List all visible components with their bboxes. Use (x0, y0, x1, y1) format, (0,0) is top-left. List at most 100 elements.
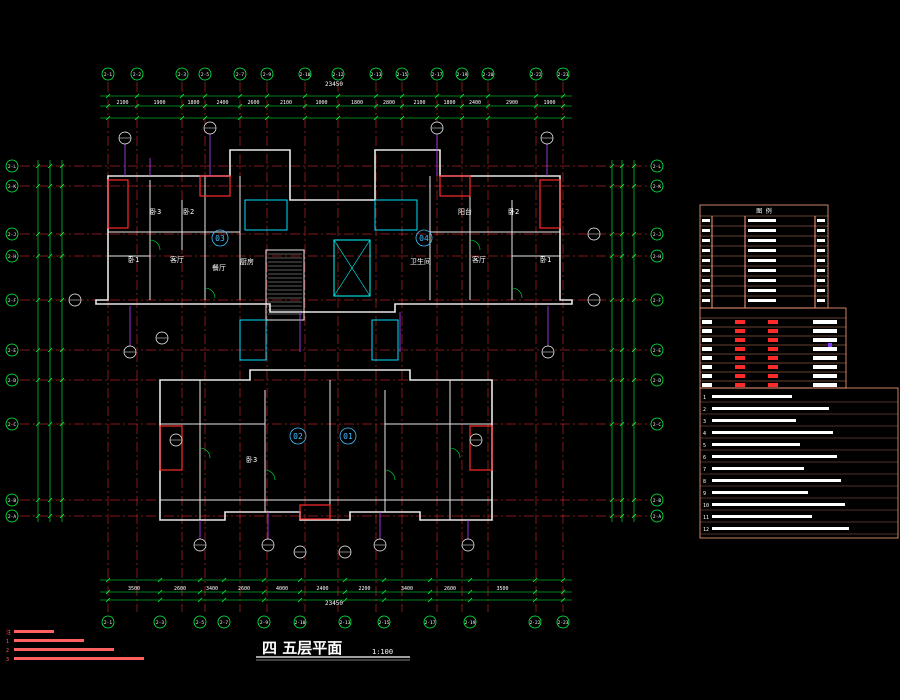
window-frame (439, 175, 471, 197)
drawing-title: 四 五层平面 (262, 639, 342, 657)
axis-bubble (5, 159, 19, 173)
window-frame (107, 179, 129, 229)
axis-bubble-label: 2-B (653, 498, 661, 504)
legend-symbol (702, 374, 712, 378)
legend-symbol (813, 329, 837, 333)
axis-bubble (556, 615, 570, 629)
notes-row-number: 9 (703, 491, 706, 497)
axis-bubble (650, 417, 664, 431)
dimension-label: 2600 (444, 586, 456, 592)
footnote-text-bar (14, 657, 144, 660)
axis-bubble (101, 615, 115, 629)
dimension-label: 1000 (315, 100, 327, 106)
top-total-dimension: 23450 (325, 81, 343, 88)
legend-bar (748, 219, 776, 222)
legend-bar (748, 289, 776, 292)
unit-label: 04 (419, 234, 429, 243)
dimension-tick (35, 231, 41, 237)
legend-bar (702, 299, 710, 302)
door-swing (149, 239, 161, 251)
dimension-tick (59, 231, 65, 237)
legend-symbol (813, 365, 837, 369)
legend-symbol (768, 347, 778, 351)
legend-bar (817, 299, 825, 302)
window-frame (159, 425, 183, 471)
legend-bar (748, 239, 776, 242)
dimension-tick (261, 597, 267, 603)
axis-bubble-label: 2-22 (531, 72, 542, 78)
legend-symbol (735, 338, 745, 342)
axis-bubble-label: 2-F (8, 298, 16, 304)
dimension-tick (427, 589, 433, 595)
dimension-label: 2800 (383, 100, 395, 106)
notes-row-text (712, 395, 792, 398)
dimension-tick (302, 103, 308, 109)
axis-bubble (5, 373, 19, 387)
dimension-tick (619, 297, 625, 303)
dimension-tick (459, 115, 465, 121)
dimension-tick (261, 577, 267, 583)
bottom-total-dimension: 23450 (325, 600, 343, 607)
legend-symbol (768, 329, 778, 333)
axis-bubble-label: 2-9 (263, 72, 271, 78)
dimension-label: 2100 (280, 100, 292, 106)
dimension-tick (264, 103, 270, 109)
axis-bubble (556, 67, 570, 81)
axis-bubble (257, 615, 271, 629)
axis-bubble (528, 615, 542, 629)
unit-label: 01 (343, 432, 353, 441)
axis-bubble (338, 615, 352, 629)
dimension-tick (631, 253, 637, 259)
axis-bubble (650, 343, 664, 357)
axis-bubble (423, 615, 437, 629)
balcony (371, 319, 399, 361)
dimension-tick (221, 597, 227, 603)
notes-row-number: 3 (703, 419, 706, 425)
door-swing (449, 447, 461, 459)
legend-bar (702, 249, 710, 252)
axis-bubble (293, 615, 307, 629)
legend-bar (817, 249, 825, 252)
axis-bubble (529, 67, 543, 81)
axis-bubble (650, 227, 664, 241)
dimension-tick (631, 377, 637, 383)
dimension-tick (335, 103, 341, 109)
dimension-tick (35, 421, 41, 427)
legend-bar (748, 249, 776, 252)
legend-symbol (702, 320, 712, 324)
axis-bubble-label: 2-C (653, 422, 661, 428)
dimension-tick (619, 253, 625, 259)
dimension-tick (631, 297, 637, 303)
axis-bubble (650, 249, 664, 263)
axis-bubble (198, 67, 212, 81)
dimension-tick (459, 93, 465, 99)
dimension-tick (197, 589, 203, 595)
notes-row-text (712, 419, 796, 422)
legend-symbol (768, 383, 778, 387)
dimension-tick (381, 577, 387, 583)
legend-symbol (702, 329, 712, 333)
dimension-label: 2600 (238, 586, 250, 592)
axis-bubble-label: 2-3 (156, 620, 164, 626)
lower-wing-outline (159, 369, 493, 521)
dimension-tick (302, 115, 308, 121)
balcony (374, 199, 418, 231)
dimension-tick (202, 93, 208, 99)
dimension-tick (221, 577, 227, 583)
axis-bubble-label: 2-J (8, 232, 16, 238)
axis-bubble-label: 2-10 (295, 620, 306, 626)
dimension-tick (560, 597, 566, 603)
dimension-tick (47, 421, 53, 427)
notes-row-text (712, 455, 837, 458)
footnote-line: 2 (6, 648, 9, 654)
dimension-tick (631, 347, 637, 353)
dimension-tick (35, 513, 41, 519)
axis-bubble-label: 2-2 (133, 72, 141, 78)
room-label: 卧2 (183, 208, 194, 216)
dimension-tick (532, 597, 538, 603)
axis-bubble-label: 2-3 (178, 72, 186, 78)
dimension-tick (619, 377, 625, 383)
